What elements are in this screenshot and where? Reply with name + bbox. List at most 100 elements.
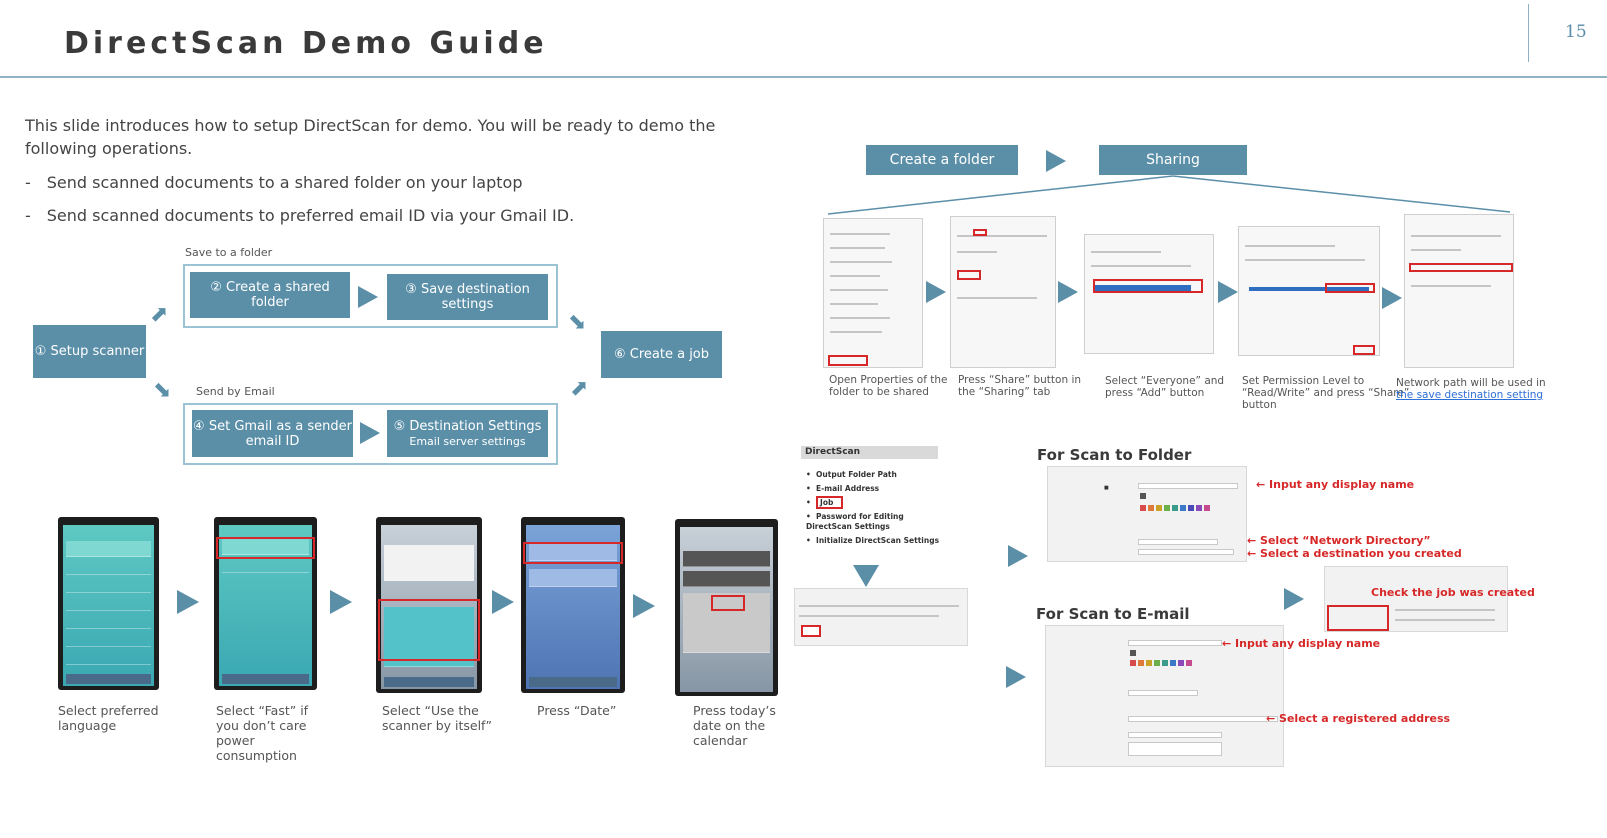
list-item — [66, 559, 151, 575]
color-swatch — [1148, 505, 1154, 511]
color-swatch — [1172, 505, 1178, 511]
menu-item-password[interactable]: • Password for Editing DirectScan Settin… — [806, 512, 904, 531]
job-list-screenshot — [794, 588, 968, 646]
step-label: ⑤ Destination Settings — [393, 418, 542, 434]
arrow-down-icon — [853, 565, 879, 587]
caption-line: date on the — [693, 718, 766, 733]
create-button-highlight — [801, 625, 821, 637]
menu-item-output-folder-path[interactable]: • Output Folder Path — [806, 470, 897, 479]
panel-line — [799, 605, 959, 607]
save-to-folder-label: Save to a folder — [185, 246, 273, 259]
menu-line — [830, 233, 890, 235]
color-swatch — [1154, 660, 1160, 666]
set-gmail-step: ④ Set Gmail as a sender email ID — [192, 410, 353, 457]
phone-select-usage-screenshot — [376, 517, 482, 693]
phone-button-bar — [384, 677, 474, 687]
job-created-screenshot — [1324, 566, 1508, 632]
list-item — [683, 571, 770, 587]
email-text-field[interactable] — [1128, 742, 1222, 756]
display-name-field[interactable] — [1138, 483, 1238, 489]
dialog-line — [1091, 265, 1191, 267]
save-destination-step: ③ Save destination settings — [387, 274, 548, 320]
sharing-tab-screenshot — [950, 216, 1056, 368]
sharing-step: Sharing — [1099, 145, 1247, 175]
caption-line: Network path will be used in — [1396, 377, 1546, 389]
color-swatch — [1140, 505, 1146, 511]
arrow-right-icon — [1058, 281, 1078, 303]
step-label: Email server settings — [409, 434, 526, 448]
highlight-box — [828, 355, 868, 366]
color-swatch — [1180, 505, 1186, 511]
panel-line — [1395, 609, 1495, 611]
create-shared-folder-step: ② Create a shared folder — [190, 272, 350, 318]
arrow-down-right-icon: ⬊ — [568, 310, 587, 335]
phone-caption: Press today’s date on the calendar — [693, 703, 776, 748]
color-swatch — [1156, 505, 1162, 511]
caption-line: Open Properties of the — [829, 374, 948, 386]
arrow-right-icon — [358, 286, 378, 308]
selected-row — [1095, 285, 1191, 291]
dialog-line — [1411, 249, 1461, 251]
phone-calendar-screenshot — [675, 519, 778, 696]
directscan-menu-title: DirectScan — [801, 446, 938, 459]
phone-startup-mode-screenshot — [214, 517, 317, 690]
list-item — [66, 631, 151, 647]
sharing-caption: Set Permission Level to “Read/Write” and… — [1242, 375, 1409, 411]
list-item — [66, 595, 151, 611]
destination-type-select[interactable] — [1138, 539, 1218, 545]
dialog-line — [957, 235, 1047, 237]
menu-line — [830, 303, 878, 305]
header-divider — [0, 76, 1607, 78]
highlight-box — [711, 595, 745, 611]
caption-line: Set Permission Level to — [1242, 375, 1365, 387]
arrow-right-icon — [926, 281, 946, 303]
create-job-step: ⑥ Create a job — [601, 331, 722, 378]
color-swatch — [1146, 660, 1152, 666]
list-item — [683, 551, 770, 567]
dialog-line — [1411, 235, 1501, 237]
caption-line: the “Sharing” tab — [958, 386, 1051, 398]
directscan-menu: • Output Folder Path • E-mail Address • … — [806, 468, 946, 548]
menu-line — [830, 317, 890, 319]
arrow-down-right-icon: ⬊ — [153, 378, 172, 403]
menu-item-label: E-mail Address — [816, 484, 880, 493]
calendar-grid — [683, 593, 770, 653]
caption-line: consumption — [216, 748, 297, 763]
color-swatch — [1178, 660, 1184, 666]
highlight-box — [1327, 605, 1389, 631]
email-address-row[interactable] — [1128, 716, 1278, 722]
caption-line: power — [216, 733, 255, 748]
caption-line: Press “Share” button in — [958, 374, 1082, 386]
output-folder-path-select[interactable] — [1138, 549, 1234, 555]
arrow-right-icon — [1006, 666, 1026, 688]
caption-line: press “Add” button — [1105, 387, 1205, 399]
dialog-line — [1245, 245, 1335, 247]
color-swatch — [1170, 660, 1176, 666]
menu-item-initialize[interactable]: • Initialize DirectScan Settings — [806, 536, 940, 545]
menu-item-job[interactable]: • Job — [806, 496, 946, 510]
menu-item-email-address[interactable]: • E-mail Address — [806, 484, 880, 493]
color-swatch — [1138, 660, 1144, 666]
email-subject-field[interactable] — [1128, 732, 1222, 738]
list-item — [529, 543, 617, 561]
phone-button-bar — [222, 674, 309, 684]
arrow-right-icon — [633, 594, 655, 618]
menu-line — [830, 331, 882, 333]
caption-line: Select preferred — [58, 703, 159, 718]
color-swatch — [1188, 505, 1194, 511]
sharing-caption: Open Properties of the folder to be shar… — [829, 374, 947, 398]
color-swatch — [1130, 650, 1136, 656]
annotation-job-created: Check the job was created — [1371, 586, 1535, 599]
save-destination-link[interactable]: the save destination setting — [1396, 389, 1544, 401]
display-name-field[interactable] — [1128, 640, 1222, 646]
destination-type-select[interactable] — [1128, 690, 1198, 696]
phone-button-bar — [529, 677, 617, 687]
caption-line: Select “Fast” if — [216, 703, 309, 718]
highlight-box — [1325, 283, 1375, 293]
list-item — [384, 545, 474, 581]
list-item — [66, 577, 151, 593]
annotation-registered-address: ← Select a registered address — [1266, 712, 1451, 725]
menu-line — [830, 247, 885, 249]
dialog-line — [957, 297, 1037, 299]
menu-item-label: Initialize DirectScan Settings — [816, 536, 940, 545]
